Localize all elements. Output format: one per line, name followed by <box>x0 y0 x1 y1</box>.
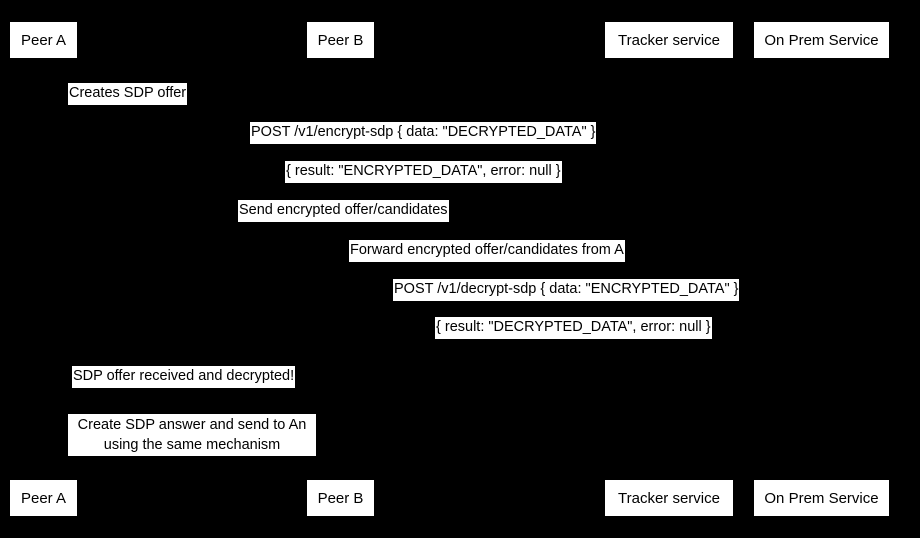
participant-label: Tracker service <box>618 31 720 49</box>
message-text: { result: "DECRYPTED_DATA", error: null … <box>436 319 711 335</box>
message-label-post-encrypt-sdp[interactable]: POST /v1/encrypt-sdp { data: "DECRYPTED_… <box>250 122 597 144</box>
lifeline-tracker-service <box>668 58 669 480</box>
arrow-forward-encrypted-offer <box>340 266 668 267</box>
message-text: { result: "ENCRYPTED_DATA", error: null … <box>286 163 561 179</box>
participant-tracker-service-bottom[interactable]: Tracker service <box>605 480 733 516</box>
message-text: POST /v1/decrypt-sdp { data: "ENCRYPTED_… <box>394 281 739 297</box>
participant-peer-a-top[interactable]: Peer A <box>10 22 77 58</box>
message-label-forward-encrypted-offer[interactable]: Forward encrypted offer/candidates from … <box>349 240 625 262</box>
message-label-creates-sdp-offer[interactable]: Creates SDP offer <box>68 83 188 105</box>
participant-tracker-service-top[interactable]: Tracker service <box>605 22 733 58</box>
arrow-decrypt-sdp-result <box>340 344 821 345</box>
message-text: POST /v1/encrypt-sdp { data: "DECRYPTED_… <box>251 124 596 140</box>
lifeline-peer-a <box>43 58 44 480</box>
arrow-encrypt-sdp-result <box>43 188 821 189</box>
participant-on-prem-service-top[interactable]: On Prem Service <box>754 22 889 58</box>
participant-label: Peer A <box>20 31 67 49</box>
message-text: Forward encrypted offer/candidates from … <box>350 242 624 258</box>
participant-peer-b-top[interactable]: Peer B <box>307 22 374 58</box>
participant-peer-b-bottom[interactable]: Peer B <box>307 480 374 516</box>
participant-peer-a-bottom[interactable]: Peer A <box>10 480 77 516</box>
message-text-line-2: using the same mechanism <box>103 437 281 453</box>
message-label-encrypt-sdp-result[interactable]: { result: "ENCRYPTED_DATA", error: null … <box>285 161 562 183</box>
message-label-sdp-offer-received[interactable]: SDP offer received and decrypted! <box>72 366 296 388</box>
message-text-line-1: Create SDP answer and send to An <box>77 417 307 433</box>
message-text: Creates SDP offer <box>69 85 187 101</box>
participant-label: On Prem Service <box>764 31 879 49</box>
participant-label: Peer B <box>317 489 364 507</box>
message-label-create-sdp-answer[interactable]: Create SDP answer and send to An using t… <box>68 414 316 456</box>
participant-on-prem-service-bottom[interactable]: On Prem Service <box>754 480 889 516</box>
participant-label: Peer A <box>20 489 67 507</box>
participant-label: Tracker service <box>618 489 720 507</box>
message-label-post-decrypt-sdp[interactable]: POST /v1/decrypt-sdp { data: "ENCRYPTED_… <box>393 279 740 301</box>
arrow-send-encrypted-offer <box>43 227 668 228</box>
message-label-decrypt-sdp-result[interactable]: { result: "DECRYPTED_DATA", error: null … <box>435 317 712 339</box>
arrow-post-encrypt-sdp <box>43 149 821 150</box>
message-text: SDP offer received and decrypted! <box>73 368 295 384</box>
message-text: Send encrypted offer/candidates <box>239 202 448 218</box>
arrow-create-sdp-answer <box>43 458 340 459</box>
participant-label: On Prem Service <box>764 489 879 507</box>
arrow-post-decrypt-sdp <box>340 305 821 306</box>
message-label-send-encrypted-offer[interactable]: Send encrypted offer/candidates <box>238 200 449 222</box>
participant-label: Peer B <box>317 31 364 49</box>
lifeline-peer-b <box>340 58 341 480</box>
lifeline-on-prem-service <box>821 58 822 480</box>
